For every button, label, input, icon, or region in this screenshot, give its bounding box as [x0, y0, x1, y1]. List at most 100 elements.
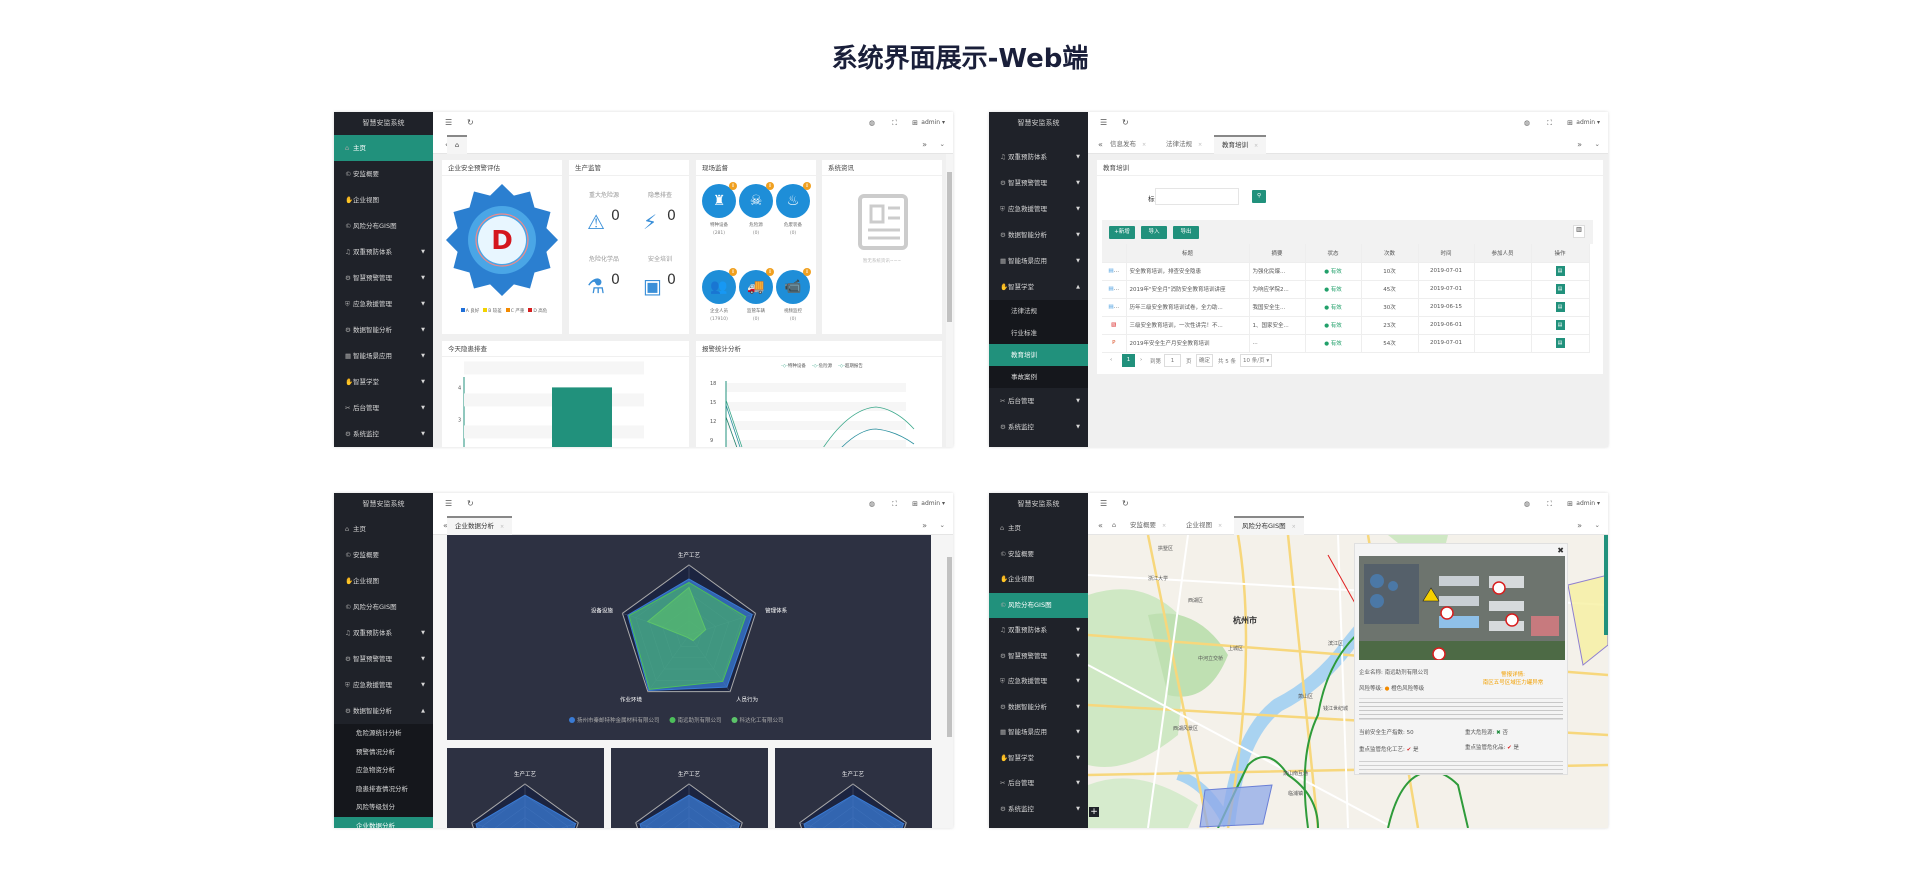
sidebar-item[interactable]: ⚙数据智能分析▼: [334, 317, 433, 343]
site-item-button[interactable]: 🚚0: [739, 268, 774, 304]
sidebar-item[interactable]: ⚙数据智能分析▼: [989, 222, 1088, 248]
fullscreen-icon[interactable]: ⛶: [1547, 500, 1552, 508]
risk-zone-blue[interactable]: [1199, 784, 1273, 828]
sidebar-item[interactable]: ♫双重预防体系▼: [989, 144, 1088, 170]
theme-icon[interactable]: ◍: [868, 500, 875, 508]
page-size-select[interactable]: 10 条/页 ▾: [1240, 354, 1272, 367]
close-tab-icon[interactable]: ×: [1291, 524, 1296, 530]
edit-button[interactable]: ▤: [1555, 266, 1565, 276]
tab[interactable]: 信息发布×: [1110, 140, 1147, 148]
user-menu[interactable]: admin ▾: [1576, 119, 1600, 126]
fullscreen-icon[interactable]: ⛶: [892, 500, 897, 508]
close-tab-icon[interactable]: ×: [500, 524, 505, 530]
sidebar-subitem[interactable]: 企业数据分析: [334, 816, 433, 828]
sidebar-item[interactable]: ⚙智慧预警管理▼: [989, 644, 1088, 670]
lock-icon[interactable]: ⊞: [1567, 500, 1573, 508]
map-area[interactable]: 杭州市西湖区上城区萧山区拱墅区浙江大学西湖风景区滨江区钱江世纪城柯桥区中河立交桥…: [1088, 535, 1608, 828]
tabs-scroll-right-icon[interactable]: »: [1577, 521, 1582, 530]
confirm-page-button[interactable]: 确定: [1196, 354, 1213, 367]
tabs-scroll-left-icon[interactable]: «: [443, 521, 448, 530]
camera-icon[interactable]: [1432, 647, 1446, 660]
legend-item[interactable]: 科达化工有限公司: [740, 716, 784, 724]
tank-icon[interactable]: [1505, 613, 1519, 627]
tab[interactable]: 风险分布GIS图×: [1234, 516, 1304, 535]
sidebar-item[interactable]: ⚙系统管理▼: [989, 440, 1088, 447]
lock-icon[interactable]: ⊞: [1567, 119, 1573, 127]
user-menu[interactable]: admin ▾: [1576, 500, 1600, 507]
sidebar-item[interactable]: ©风险分布GIS图: [989, 592, 1088, 618]
add-button[interactable]: +新增: [1109, 226, 1135, 239]
tab[interactable]: 法律法规×: [1166, 140, 1203, 148]
theme-icon[interactable]: ◍: [1523, 500, 1530, 508]
sidebar-item[interactable]: ⚙数据智能分析▼: [989, 695, 1088, 721]
warning-icon[interactable]: [1422, 587, 1440, 602]
tabs-scroll-left-icon[interactable]: «: [1098, 521, 1103, 530]
sidebar-subitem[interactable]: 法律法规: [989, 300, 1088, 322]
sidebar-subitem[interactable]: 应急物资分析: [334, 761, 433, 780]
sidebar-item[interactable]: ©安监概要: [334, 161, 433, 187]
export-button[interactable]: 导出: [1173, 226, 1199, 239]
close-tab-icon[interactable]: ×: [1218, 523, 1223, 529]
sidebar-item[interactable]: ▦智能场景应用▼: [334, 343, 433, 369]
sidebar-item[interactable]: ✂后台管理▼: [989, 771, 1088, 797]
tabs-menu-chevron-down-icon[interactable]: ⌄: [939, 521, 945, 529]
sensor-icon[interactable]: [1492, 581, 1506, 595]
sidebar-item[interactable]: ✂后台管理▼: [989, 388, 1088, 414]
sidebar-item[interactable]: ©风险分布GIS图: [334, 213, 433, 239]
tabs-scroll-left-icon[interactable]: «: [1098, 140, 1103, 149]
close-tab-icon[interactable]: ×: [1162, 523, 1167, 529]
sidebar-item[interactable]: ✋企业视图: [989, 567, 1088, 593]
sidebar-subitem[interactable]: 事故案例: [989, 366, 1088, 388]
close-icon[interactable]: ✖: [1557, 546, 1564, 555]
fullscreen-icon[interactable]: ⛶: [892, 119, 897, 127]
home-icon[interactable]: ⌂: [1112, 521, 1117, 529]
lock-icon[interactable]: ⊞: [912, 119, 918, 127]
sidebar-item[interactable]: ⚙智慧预警管理▼: [989, 170, 1088, 196]
site-item-button[interactable]: 👥0: [702, 268, 737, 304]
sidebar-item[interactable]: ♫双重预防体系▼: [334, 239, 433, 265]
refresh-icon[interactable]: ↻: [467, 499, 474, 508]
refresh-icon[interactable]: ↻: [1122, 118, 1129, 127]
site-item-button[interactable]: ♜0: [702, 182, 737, 218]
scrollbar[interactable]: [946, 535, 953, 828]
theme-icon[interactable]: ◍: [1523, 119, 1530, 127]
sidebar-item[interactable]: ▦智能场景应用▼: [989, 248, 1088, 274]
close-tab-icon[interactable]: ×: [1142, 142, 1147, 148]
site-item-button[interactable]: ♨0: [776, 182, 811, 218]
prev-page-button[interactable]: ‹: [1110, 357, 1113, 363]
sidebar-item[interactable]: ✋企业视图: [334, 187, 433, 213]
menu-toggle-icon[interactable]: ☰: [1100, 118, 1108, 127]
tab[interactable]: 企业数据分析×: [447, 516, 513, 535]
sidebar-item[interactable]: ⛨应急救援管理▼: [334, 291, 433, 317]
sidebar-subitem[interactable]: 隐患排查情况分析: [334, 779, 433, 798]
sidebar-item[interactable]: ⌂主页: [989, 516, 1088, 542]
sidebar-item[interactable]: ⛨应急救援管理▼: [989, 196, 1088, 222]
refresh-icon[interactable]: ↻: [1122, 499, 1129, 508]
sidebar-item[interactable]: ⌂主页: [334, 516, 433, 542]
tabs-scroll-right-icon[interactable]: »: [922, 140, 927, 149]
fullscreen-icon[interactable]: ⛶: [1547, 119, 1552, 127]
sidebar-item[interactable]: ©风险分布GIS图: [334, 594, 433, 620]
tabs-scroll-right-icon[interactable]: »: [922, 521, 927, 530]
sidebar-item[interactable]: ✋智慧学堂▼: [989, 746, 1088, 772]
sidebar-item[interactable]: ✂后台管理▼: [334, 395, 433, 421]
sidebar-item[interactable]: ⌂主页: [334, 135, 433, 161]
menu-toggle-icon[interactable]: ☰: [445, 118, 453, 127]
menu-toggle-icon[interactable]: ☰: [1100, 499, 1108, 508]
tab[interactable]: 安监概要×: [1130, 521, 1167, 529]
tabs-scroll-right-icon[interactable]: »: [1577, 140, 1582, 149]
close-tab-icon[interactable]: ×: [1254, 143, 1259, 149]
sidebar-item[interactable]: ©安监概要: [989, 542, 1088, 568]
lock-icon[interactable]: ⊞: [912, 500, 918, 508]
theme-icon[interactable]: ◍: [868, 119, 875, 127]
site-item-button[interactable]: ☠0: [739, 182, 774, 218]
sidebar-subitem[interactable]: 教育培训: [989, 344, 1088, 366]
tab[interactable]: 教育培训×: [1214, 135, 1267, 154]
tab-home[interactable]: ⌂: [447, 135, 468, 154]
sidebar-item[interactable]: ⚙系统监控▼: [989, 797, 1088, 823]
title-search-input[interactable]: [1155, 188, 1239, 205]
